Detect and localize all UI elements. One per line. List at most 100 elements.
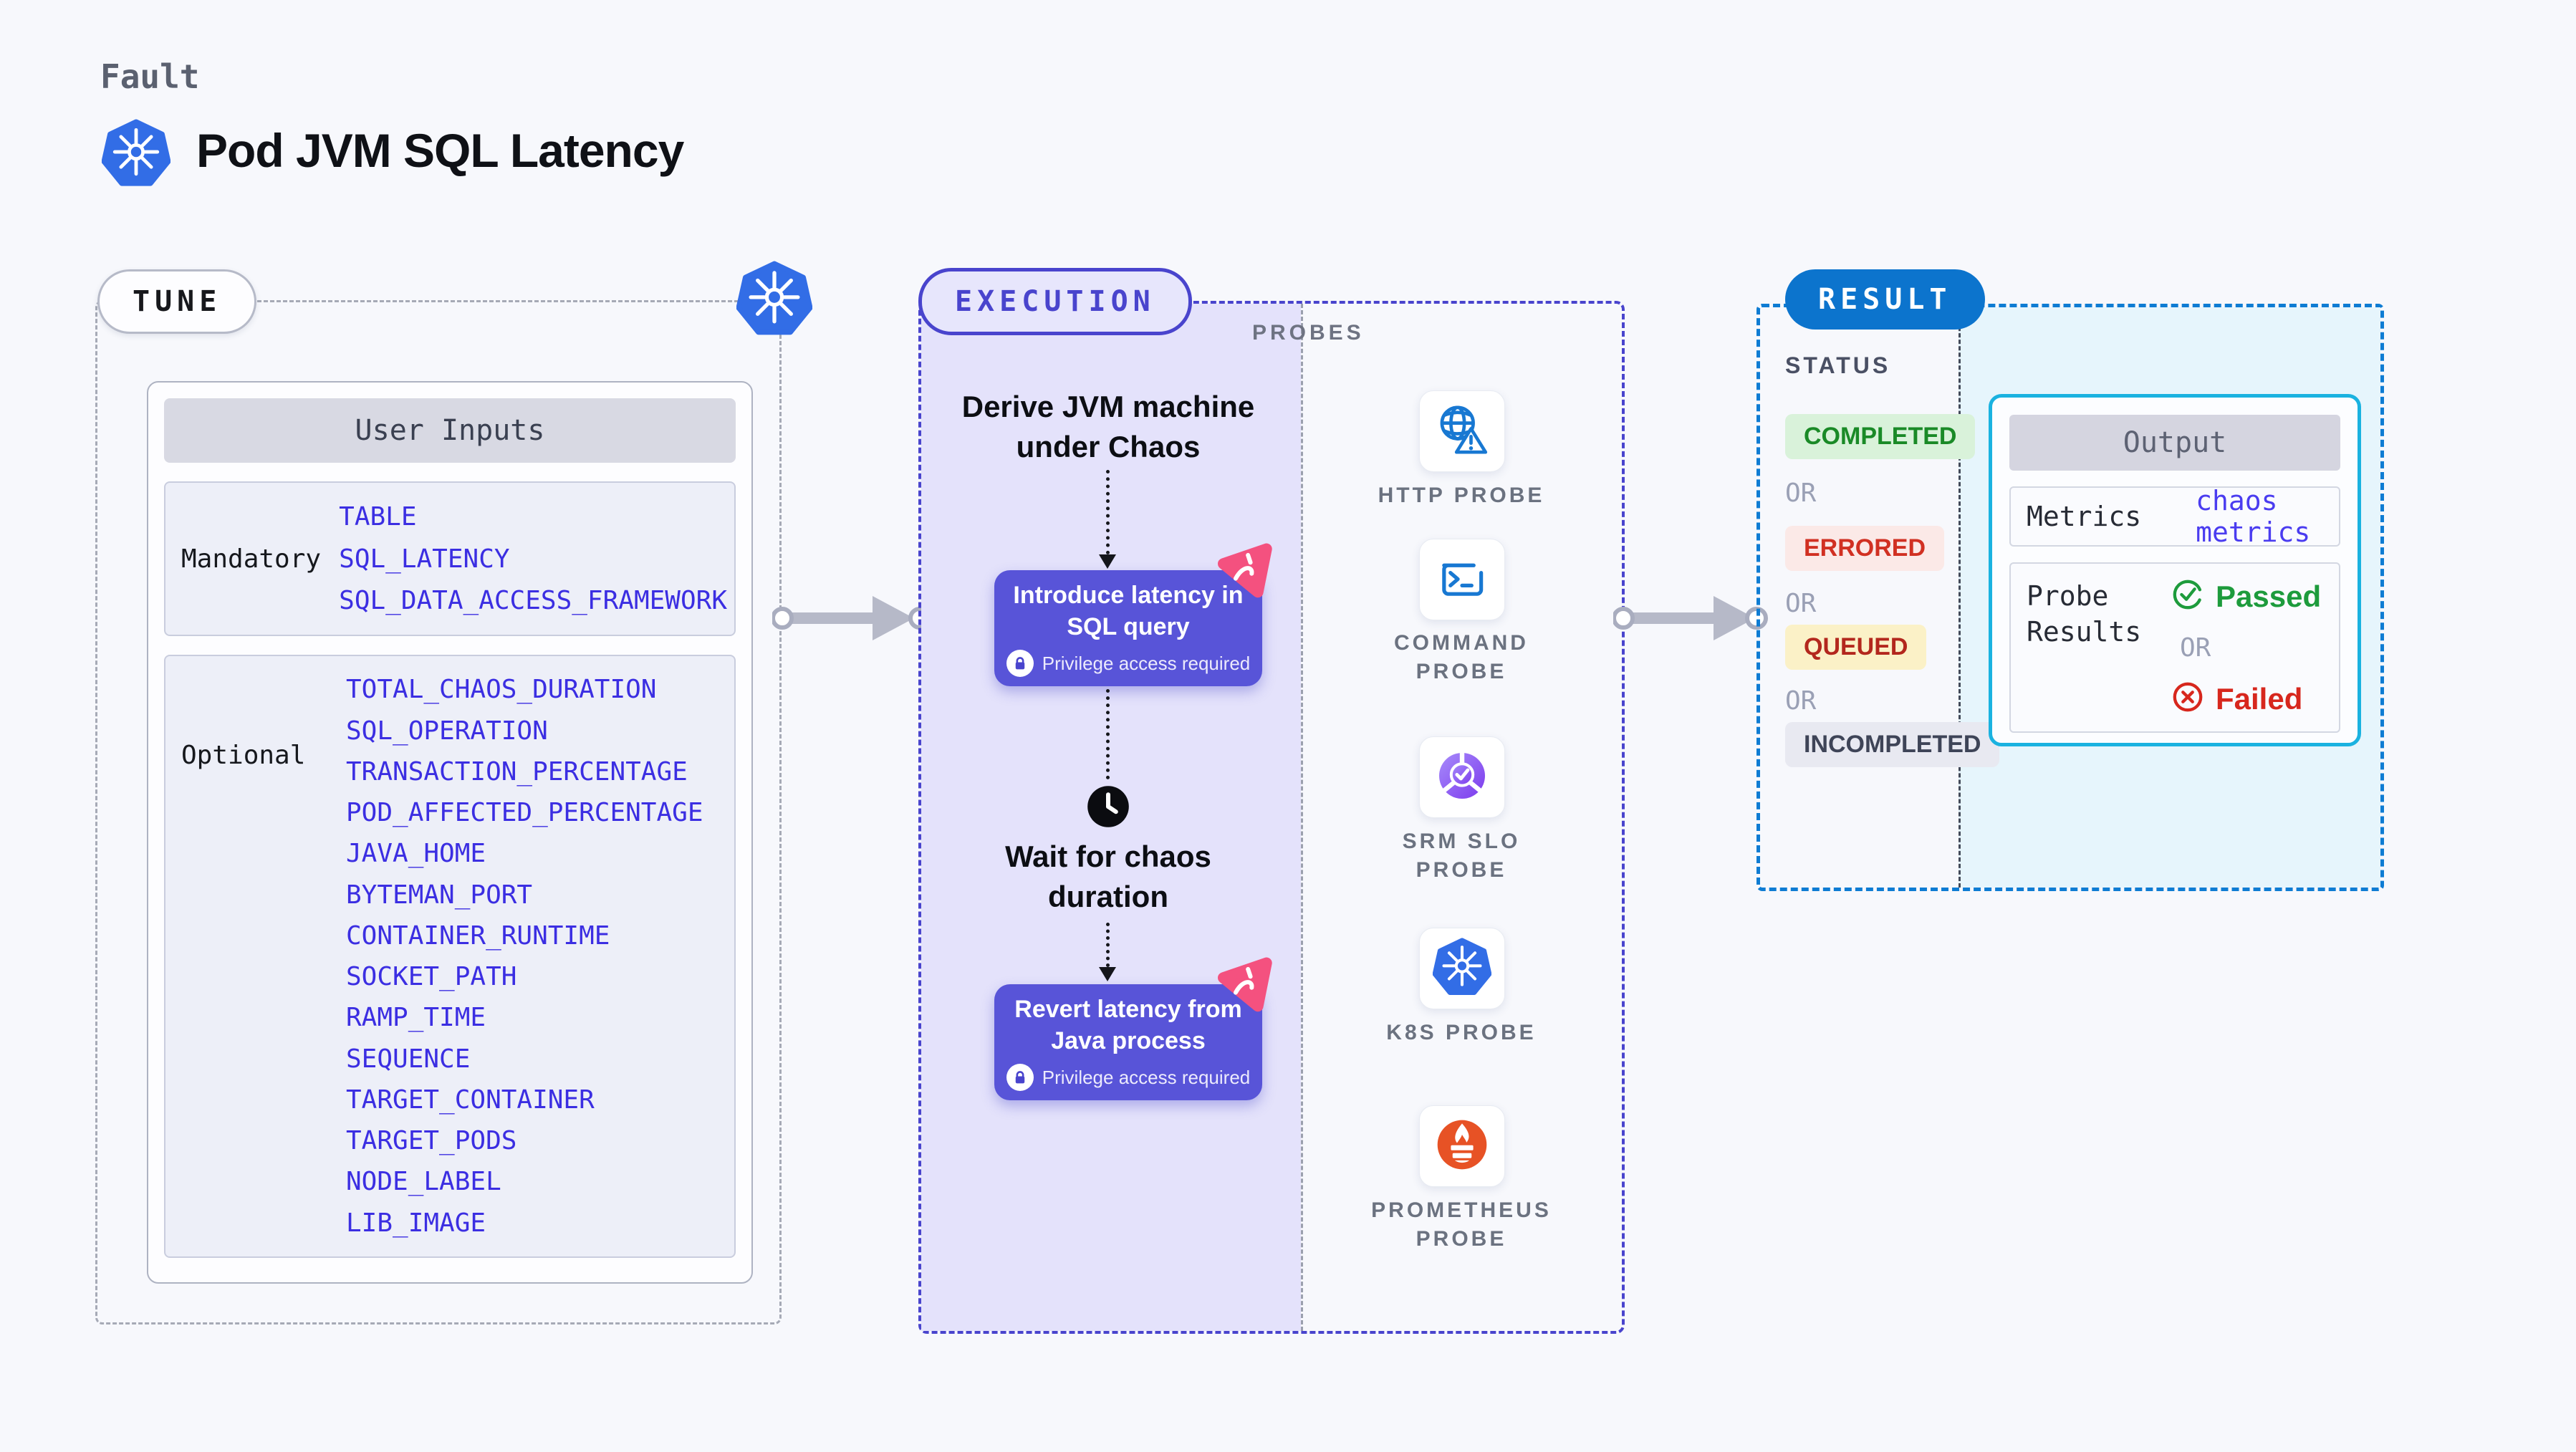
card-title-line1: Introduce latency in <box>1013 582 1244 609</box>
kubernetes-icon <box>736 261 813 337</box>
metrics-row: Metrics chaos metrics <box>2009 485 2340 548</box>
flow-dotted-connector <box>1106 689 1110 779</box>
slo-donut-check-icon <box>1433 747 1491 808</box>
k8s-probe-card <box>1419 928 1505 1009</box>
or-label: OR <box>2180 633 2211 663</box>
mandatory-inputs-row: Mandatory TABLE SQL_LATENCY SQL_DATA_ACC… <box>164 481 736 636</box>
result-badge: RESULT <box>1785 269 1985 330</box>
step-derive-jvm: Derive JVM machine under Chaos <box>951 387 1266 467</box>
output-card: Output Metrics chaos metrics Probe Resul… <box>1989 394 2361 746</box>
input-variable: LIB_IMAGE <box>346 1208 486 1238</box>
probe-results-label: Probe Results <box>2027 580 2142 648</box>
input-variable: SOCKET_PATH <box>346 962 517 992</box>
or-label: OR <box>1785 686 1817 716</box>
card-title-line1: Revert latency from <box>1014 996 1242 1023</box>
status-value: COMPLETED <box>1785 414 1976 459</box>
card-title: Introduce latency in SQL query <box>1013 580 1243 643</box>
command-probe-card <box>1419 539 1505 620</box>
input-variable: RAMP_TIME <box>346 1003 486 1033</box>
terminal-icon <box>1436 552 1489 608</box>
probe-label: PROMETHEUS PROBE <box>1371 1198 1552 1251</box>
globe-alert-icon <box>1434 402 1490 461</box>
input-variable: TABLE <box>339 502 417 532</box>
mandatory-values: TABLE SQL_LATENCY SQL_DATA_ACCESS_FRAMEW… <box>339 483 734 635</box>
input-variable: TRANSACTION_PERCENTAGE <box>346 756 688 787</box>
input-variable: SQL_LATENCY <box>339 544 510 574</box>
step-derive-line2: under Chaos <box>1016 430 1201 463</box>
optional-label: Optional <box>181 741 306 770</box>
clock-icon <box>1087 785 1130 828</box>
status-value: ERRORED <box>1785 526 1945 571</box>
fault-kind-label: Fault <box>100 57 200 96</box>
probe-results-values: Passed OR Failed <box>2171 578 2321 717</box>
privilege-label: Privilege access required <box>1042 652 1251 674</box>
failed-item: Failed <box>2171 681 2321 717</box>
kubernetes-icon <box>101 119 171 188</box>
step-wait-duration: Wait for chaos duration <box>986 837 1230 917</box>
input-variable: TARGET_CONTAINER <box>346 1085 595 1115</box>
card-title-line2: Java process <box>1051 1027 1206 1054</box>
step-introduce-latency-card: Introduce latency in SQL query Privilege… <box>994 570 1262 686</box>
flow-arrowhead-icon <box>1099 554 1116 569</box>
status-value: INCOMPLETED <box>1785 722 2000 767</box>
step-derive-line1: Derive JVM machine <box>961 390 1255 423</box>
kubernetes-icon <box>1432 937 1492 1000</box>
x-circle-icon <box>2171 681 2204 717</box>
output-header: Output <box>2009 415 2340 471</box>
status-label: STATUS <box>1785 352 1891 378</box>
status-completed-pill: COMPLETED <box>1785 414 1976 459</box>
chaos-pink-badge-icon <box>1213 956 1275 1017</box>
input-variable: TOTAL_CHAOS_DURATION <box>346 675 657 705</box>
input-variable: TARGET_PODS <box>346 1126 517 1156</box>
probes-panel-divider <box>1301 304 1303 1331</box>
metrics-label: Metrics <box>2027 501 2142 532</box>
status-incompleted-pill: INCOMPLETED <box>1785 722 2000 767</box>
privilege-row: Privilege access required <box>1006 1064 1250 1091</box>
probe-label: SRM SLO PROBE <box>1402 830 1521 882</box>
status-errored-pill: ERRORED <box>1785 526 1945 571</box>
prometheus-probe-card <box>1419 1105 1505 1187</box>
privilege-label: Privilege access required <box>1042 1066 1251 1088</box>
probe-label: COMMAND PROBE <box>1394 631 1529 683</box>
input-variable: SQL_DATA_ACCESS_FRAMEWORK <box>339 585 727 615</box>
page-title: Pod JVM SQL Latency <box>196 124 684 177</box>
step-revert-latency-card: Revert latency from Java process Privile… <box>994 984 1262 1100</box>
prometheus-flame-icon <box>1434 1117 1490 1176</box>
probe-label: K8S PROBE <box>1386 1021 1537 1044</box>
probe-results-row: Probe Results Passed OR <box>2009 562 2340 733</box>
or-label: OR <box>1785 479 1817 508</box>
lock-icon <box>1006 650 1034 677</box>
passed-item: Passed <box>2171 578 2321 615</box>
flow-arrowhead-icon <box>1099 967 1116 981</box>
probe-label: HTTP PROBE <box>1378 484 1545 507</box>
tune-section <box>95 300 782 1324</box>
input-variable: JAVA_HOME <box>346 839 486 869</box>
input-variable: POD_AFFECTED_PERCENTAGE <box>346 798 703 828</box>
optional-inputs-row: Optional TOTAL_CHAOS_DURATION SQL_OPERAT… <box>164 655 736 1258</box>
flow-dotted-connector <box>1106 923 1110 967</box>
check-circle-icon <box>2171 578 2204 615</box>
privilege-row: Privilege access required <box>1006 650 1250 677</box>
http-probe-card <box>1419 390 1505 472</box>
lock-icon <box>1006 1064 1034 1091</box>
status-queued-pill: QUEUED <box>1785 625 1927 670</box>
status-value: QUEUED <box>1785 625 1927 670</box>
flow-dotted-connector <box>1106 470 1110 554</box>
execution-badge: EXECUTION <box>918 268 1192 335</box>
input-variable: BYTEMAN_PORT <box>346 880 533 910</box>
card-title-line2: SQL query <box>1067 613 1190 640</box>
mandatory-label: Mandatory <box>181 544 322 574</box>
probes-panel-label: PROBES <box>1252 321 1365 345</box>
input-variable: SQL_OPERATION <box>346 716 548 746</box>
card-title: Revert latency from Java process <box>1014 994 1241 1057</box>
input-variable: SEQUENCE <box>346 1044 471 1074</box>
user-inputs-table: User Inputs Mandatory TABLE SQL_LATENCY … <box>147 381 753 1284</box>
tune-badge: TUNE <box>97 269 257 334</box>
srm-slo-probe-card <box>1419 736 1505 818</box>
optional-values: TOTAL_CHAOS_DURATION SQL_OPERATION TRANS… <box>346 656 734 1256</box>
or-label: OR <box>1785 589 1817 618</box>
step-wait-line1: Wait for chaos <box>1005 840 1211 873</box>
passed-label: Passed <box>2216 579 2322 613</box>
chaos-pink-badge-icon <box>1213 542 1275 603</box>
input-variable: NODE_LABEL <box>346 1167 501 1197</box>
